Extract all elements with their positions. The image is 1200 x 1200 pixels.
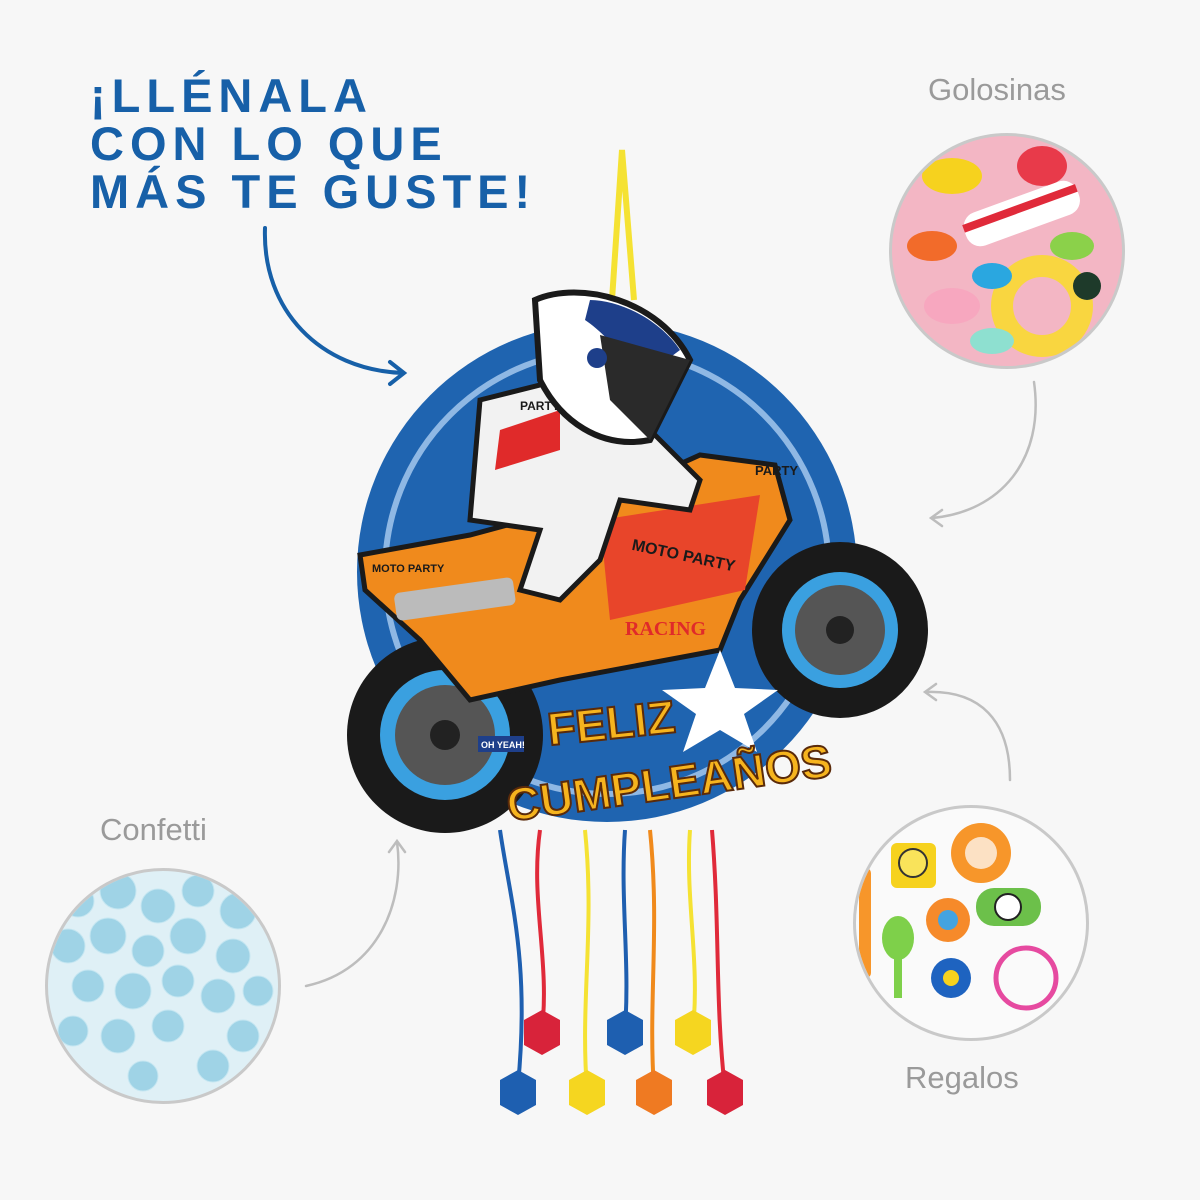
candy-image: [889, 133, 1125, 369]
label-regalos: Regalos: [905, 1060, 1019, 1095]
confetti-icon: [50, 872, 274, 1092]
label-golosinas: Golosinas: [928, 72, 1066, 107]
hanging-ribbon: [609, 149, 637, 301]
pull-strings: [498, 829, 727, 1091]
headline-line-3: MÁS TE GUSTE!: [90, 165, 537, 218]
confetti-image: [45, 868, 281, 1104]
candy-icon: [907, 146, 1101, 357]
toys-icon: [859, 823, 1059, 1011]
oh-yeah-text: OH YEAH!: [481, 740, 525, 750]
headline-line-2: CON LO QUE: [90, 117, 448, 170]
racing-text: RACING: [625, 618, 707, 640]
party-suit-text: PARTY: [520, 399, 560, 413]
front-wheel: [752, 542, 928, 718]
moto-party-text: MOTO PARTY: [372, 563, 445, 575]
toys-image: [853, 805, 1089, 1041]
headline-line-1: ¡LLÉNALA: [90, 69, 373, 122]
pull-string-tabs: [500, 1010, 743, 1115]
label-confetti: Confetti: [100, 812, 207, 847]
party-front-text: PARTY: [755, 463, 798, 478]
star-icon: [662, 650, 778, 752]
headline: ¡LLÉNALA CON LO QUE MÁS TE GUSTE!: [90, 72, 536, 216]
